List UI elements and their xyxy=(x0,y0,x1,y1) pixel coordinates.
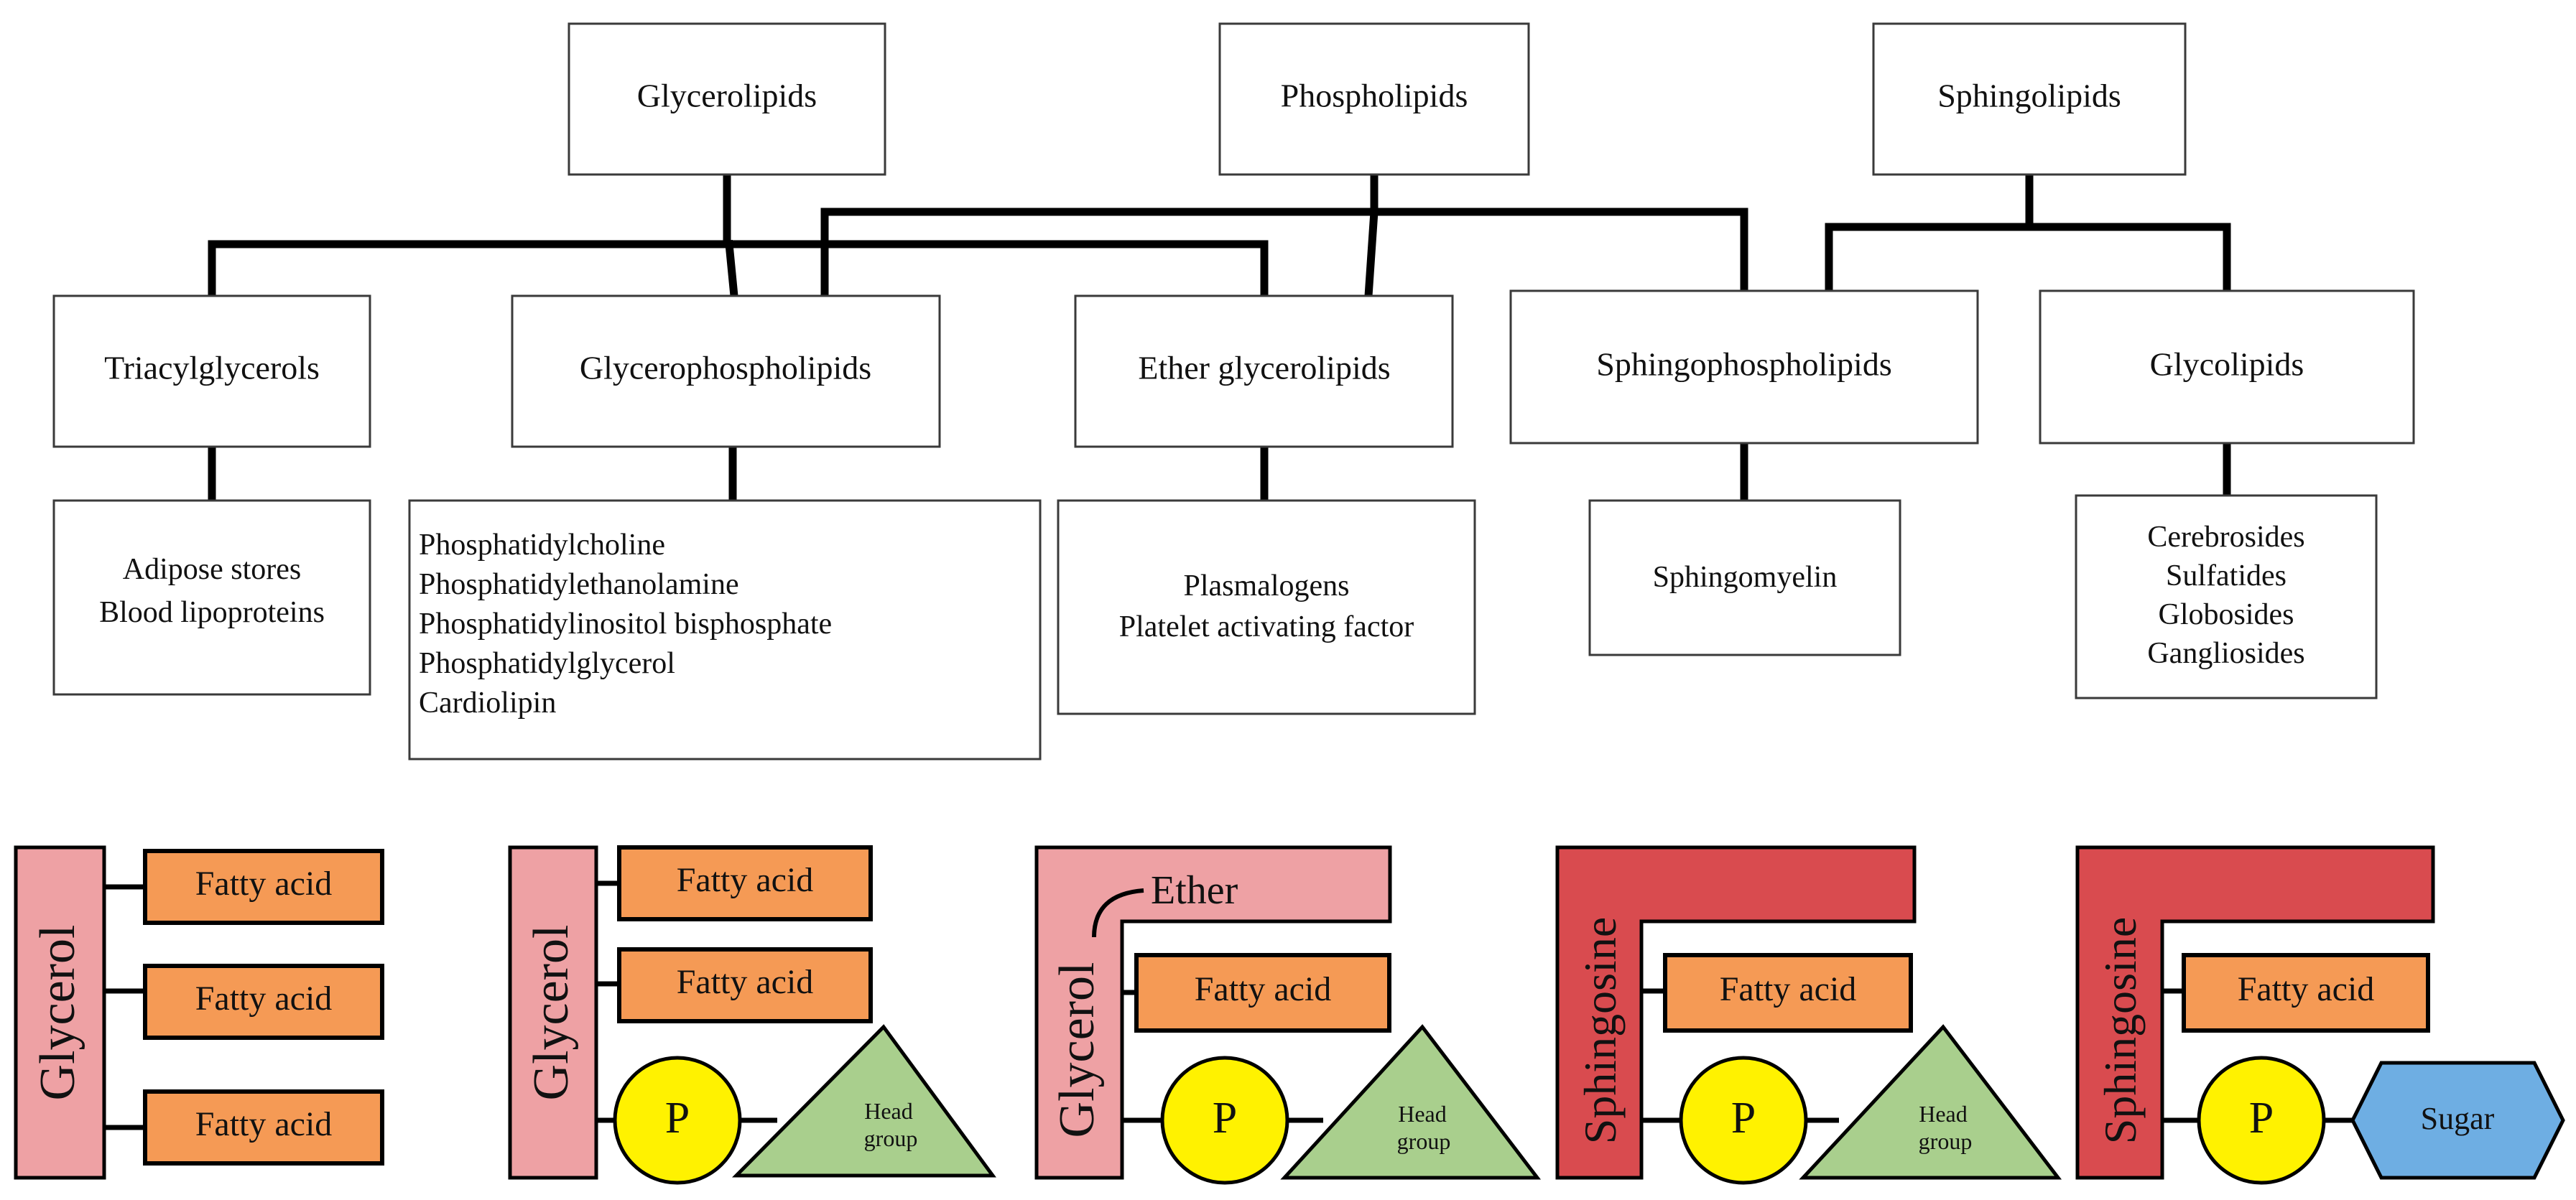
head-group-label-line2: group xyxy=(864,1125,918,1151)
fatty-acid-label: Fatty acid xyxy=(677,861,814,899)
fatty-acid-label: Fatty acid xyxy=(195,1105,333,1143)
class-ether-glycerolipids-label: Ether glycerolipids xyxy=(1138,350,1390,386)
examples-sphingophospholipids: Sphingomyelin xyxy=(1588,499,1901,656)
phosphate-circle xyxy=(2197,1056,2326,1185)
sugar-hexagon xyxy=(2350,1061,2565,1180)
phosphate-label: P xyxy=(665,1094,690,1143)
head-group-label-line2: group xyxy=(1397,1128,1451,1154)
ether-bond xyxy=(1092,888,1144,938)
example-phosphatidylglycerol: Phosphatidylglycerol xyxy=(419,647,675,680)
phosphate-label: P xyxy=(2249,1094,2274,1143)
head-group-label-line1: Head xyxy=(864,1098,913,1124)
phosphate-circle xyxy=(613,1056,742,1185)
class-glycerophospholipids: Glycerophospholipids xyxy=(511,294,941,448)
structure-ether-glycerolipid: Ether Glycerol Fatty acid P Head group xyxy=(1034,845,1542,1185)
structure-glycolipid: Sphingosine Fatty acid P Sugar xyxy=(2075,845,2565,1185)
category-phospholipids: Phospholipids xyxy=(1218,22,1530,176)
fatty-acid-label: Fatty acid xyxy=(1195,970,1332,1008)
example-platelet-activating-factor: Platelet activating factor xyxy=(1119,610,1414,643)
fatty-acid-block xyxy=(143,1089,384,1166)
example-phosphatidylethanolamine: Phosphatidylethanolamine xyxy=(419,568,739,601)
example-gangliosides: Gangliosides xyxy=(2147,637,2304,670)
class-sphingophospholipids-label: Sphingophospholipids xyxy=(1596,346,1892,383)
structure-triacylglycerol: Glycerol Fatty acid Fatty acid Fatty aci… xyxy=(14,845,384,1180)
head-group-label-line2: group xyxy=(1919,1128,1973,1154)
example-globosides: Globosides xyxy=(2159,598,2294,631)
sphingosine-label: Sphingosine xyxy=(2095,917,2146,1144)
glycerol-label: Glycerol xyxy=(1050,962,1105,1138)
head-group-label-line1: Head xyxy=(1919,1101,1968,1127)
fatty-acid-label: Fatty acid xyxy=(195,980,333,1018)
examples-glycolipids: Cerebrosides Sulfatides Globosides Gangl… xyxy=(2075,494,2378,699)
sphingosine-backbone xyxy=(1555,845,1917,1180)
head-group-triangle xyxy=(1280,1024,1542,1180)
fatty-acid-block xyxy=(2182,953,2430,1033)
examples-ether-glycerolipids: Plasmalogens Platelet activating factor xyxy=(1057,499,1476,715)
class-glycolipids-label: Glycolipids xyxy=(2150,346,2304,383)
fatty-acid-block xyxy=(617,845,873,921)
phosphate-label: P xyxy=(1213,1094,1237,1143)
category-glycerolipids: Glycerolipids xyxy=(567,22,886,176)
structure-sphingophospholipid: Sphingosine Fatty acid P Head group xyxy=(1555,845,2062,1185)
examples-glycerophospholipids: Phosphatidylcholine Phosphatidylethanola… xyxy=(408,499,1042,761)
fatty-acid-block xyxy=(1663,953,1913,1033)
glycerol-label: Glycerol xyxy=(524,925,579,1101)
example-plasmalogens: Plasmalogens xyxy=(1184,569,1350,603)
glycerol-label: Glycerol xyxy=(30,925,85,1101)
example-cardiolipin: Cardiolipin xyxy=(419,687,556,720)
example-sulfatides: Sulfatides xyxy=(2166,559,2287,592)
example-cerebrosides: Cerebrosides xyxy=(2147,521,2304,554)
class-triacylglycerols-label: Triacylglycerols xyxy=(104,350,320,386)
ether-label: Ether xyxy=(1151,868,1238,913)
fatty-acid-label: Fatty acid xyxy=(677,963,814,1001)
glycerol-ether-backbone xyxy=(1034,845,1392,1180)
class-sphingophospholipids: Sphingophospholipids xyxy=(1509,289,1979,445)
fatty-acid-block xyxy=(143,964,384,1040)
example-blood-lipoproteins: Blood lipoproteins xyxy=(99,596,325,629)
head-group-label-line1: Head xyxy=(1398,1101,1447,1127)
example-phosphatidylcholine: Phosphatidylcholine xyxy=(419,529,665,562)
category-phospholipids-label: Phospholipids xyxy=(1281,78,1468,114)
tree-connectors xyxy=(208,172,2231,505)
head-group-triangle xyxy=(732,1024,996,1178)
structure-glycerophospholipid: Glycerol Fatty acid Fatty acid P Head gr… xyxy=(508,845,996,1185)
fatty-acid-label: Fatty acid xyxy=(2238,970,2375,1008)
category-sphingolipids-label: Sphingolipids xyxy=(1937,78,2121,114)
class-ether-glycerolipids: Ether glycerolipids xyxy=(1074,294,1454,448)
fatty-acid-block xyxy=(143,849,384,925)
glycerol-backbone xyxy=(14,845,106,1180)
examples-triacylglycerols: Adipose stores Blood lipoproteins xyxy=(52,499,371,696)
glycerol-backbone xyxy=(508,845,598,1180)
fatty-acid-block xyxy=(1134,953,1391,1033)
phosphate-circle xyxy=(1679,1056,1808,1185)
phosphate-label: P xyxy=(1731,1094,1756,1143)
category-glycerolipids-label: Glycerolipids xyxy=(637,78,817,114)
head-group-triangle xyxy=(1799,1024,2062,1180)
class-triacylglycerols: Triacylglycerols xyxy=(52,294,371,448)
example-phosphatidylinositol-bisphosphate: Phosphatidylinositol bisphosphate xyxy=(419,608,832,641)
sphingosine-backbone xyxy=(2075,845,2435,1180)
class-glycolipids: Glycolipids xyxy=(2039,289,2415,445)
example-adipose-stores: Adipose stores xyxy=(123,553,301,586)
sphingosine-label: Sphingosine xyxy=(1575,917,1626,1144)
category-sphingolipids: Sphingolipids xyxy=(1872,22,2187,176)
fatty-acid-block xyxy=(617,947,873,1023)
sugar-label: Sugar xyxy=(2421,1101,2495,1136)
example-sphingomyelin: Sphingomyelin xyxy=(1653,561,1838,594)
fatty-acid-label: Fatty acid xyxy=(195,865,333,903)
phosphate-circle xyxy=(1160,1056,1289,1185)
fatty-acid-label: Fatty acid xyxy=(1720,970,1857,1008)
class-glycerophospholipids-label: Glycerophospholipids xyxy=(580,350,871,386)
